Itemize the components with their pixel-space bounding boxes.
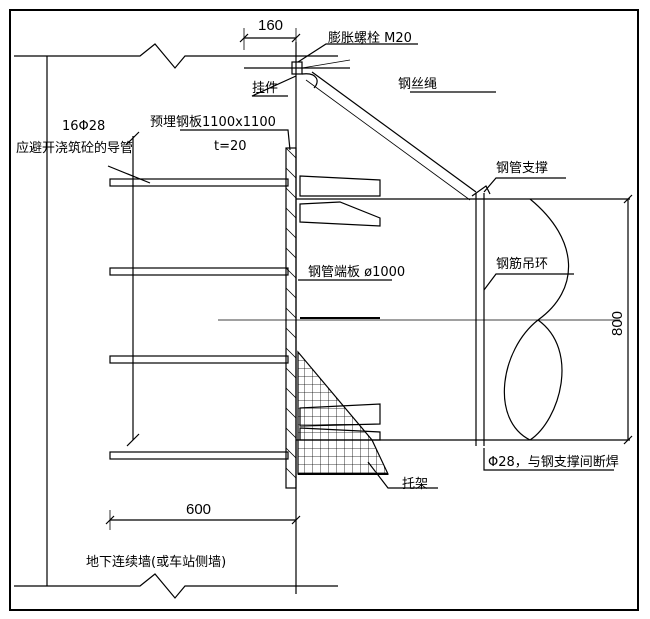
label-pipe-end-plate: 钢管端板 ø1000 [308, 265, 405, 280]
dimension-800: 800 [609, 311, 626, 336]
top-break-line [14, 43, 338, 69]
label-embedded-plate: 预埋钢板1100x1100 [150, 115, 276, 130]
leader-lines [107, 43, 614, 489]
anchor-rods [109, 178, 289, 460]
label-steel-pipe-support: 钢管支撑 [496, 161, 548, 176]
label-weld-note: Φ28，与钢支撑间断焊 [488, 454, 619, 470]
label-bracket: 托架 [402, 477, 428, 492]
dimension-160: 160 [258, 17, 283, 34]
dimension-600: 600 [186, 501, 211, 518]
bracket-hatched [297, 350, 389, 475]
pipe-break-curve [503, 198, 570, 441]
label-wire-rope: 钢丝绳 [398, 77, 437, 92]
bottom-break-line [14, 573, 338, 599]
label-rebar-ring: 钢筋吊环 [496, 256, 548, 272]
hanger-hook [301, 73, 318, 89]
upper-stiffener [299, 175, 381, 197]
label-guide-pipe-count: 16Φ28 [62, 119, 105, 134]
label-diaphragm-wall: 地下连续墙(或车站侧墙) [86, 554, 226, 570]
plate-hatch [285, 147, 297, 479]
label-plate-thickness: t=20 [214, 139, 247, 154]
label-guide-pipe-note: 应避开浇筑砼的导管 [16, 140, 133, 156]
label-hanger: 挂件 [252, 81, 278, 96]
drawing-frame [9, 9, 639, 611]
label-expansion-bolt: 膨胀螺栓 M20 [328, 31, 412, 46]
wire-rope [311, 71, 477, 193]
